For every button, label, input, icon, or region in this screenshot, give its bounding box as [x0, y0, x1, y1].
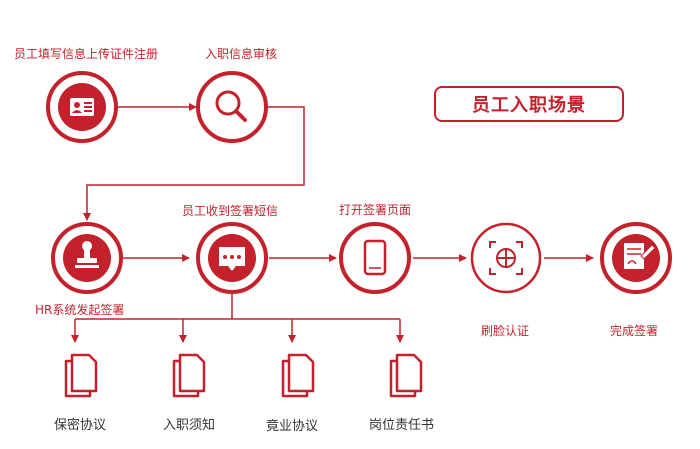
document-icon: [281, 353, 315, 398]
step-fill-info-node: [46, 71, 118, 143]
step-label-complete: 完成签署: [610, 324, 659, 338]
step-label-review: 入职信息审核: [205, 47, 278, 61]
step-label-hr-send: HR系统发起签署: [35, 303, 125, 317]
magnifier-icon: [215, 90, 247, 122]
step-review-node: [196, 71, 268, 143]
document-icon: [64, 353, 98, 398]
id-card-icon: [70, 98, 94, 116]
step-complete-node: [600, 222, 672, 294]
step-label-face-auth: 刷脸认证: [481, 324, 530, 338]
arrow-review-to-hr: [83, 106, 305, 221]
connectors: [71, 103, 594, 343]
phone-icon: [363, 239, 387, 276]
step-face-auth-node: [470, 222, 542, 294]
scene-title: 员工入职场景: [434, 86, 624, 122]
document-icon: [172, 353, 206, 398]
doc-label-4: 岗位责任书: [369, 418, 435, 433]
chat-bubble-icon: [219, 247, 245, 271]
doc-label-2: 入职须知: [163, 418, 216, 433]
step-label-open-page: 打开签署页面: [339, 203, 412, 217]
face-scan-icon: [489, 241, 523, 275]
signed-document-icon: [624, 243, 656, 269]
step-sms-node: [196, 222, 268, 294]
doc-label-1: 保密协议: [54, 418, 107, 433]
step-label-receive-sms: 员工收到签署短信: [182, 204, 279, 218]
step-open-page-node: [339, 222, 411, 294]
step-label-fill-info: 员工填写信息上传证件注册: [14, 47, 159, 61]
doc-label-3: 竟业协议: [266, 419, 319, 434]
stamp-icon: [75, 241, 99, 268]
step-hr-send-node: [51, 222, 123, 294]
document-icon: [389, 353, 423, 398]
